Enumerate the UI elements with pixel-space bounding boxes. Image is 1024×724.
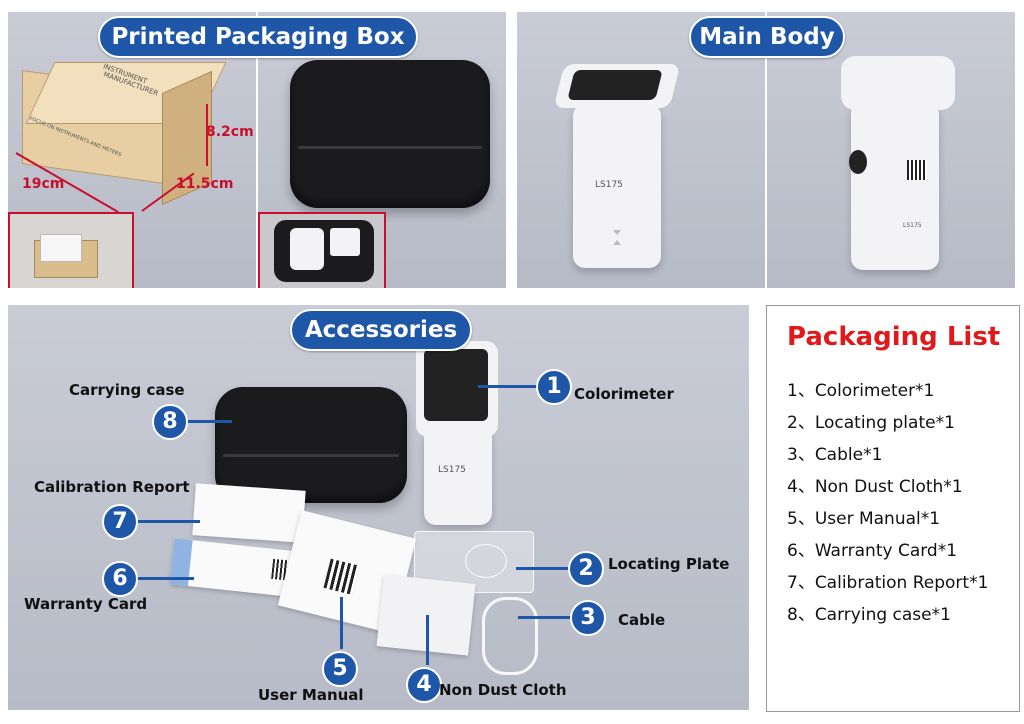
device-model-label: LS175: [595, 180, 623, 190]
callout-label-warranty-card: Warranty Card: [24, 595, 148, 613]
camera-lens-icon: [849, 150, 867, 174]
panel-divider: [256, 12, 258, 288]
dimension-depth: 11.5cm: [176, 176, 234, 192]
calibration-report-image: [192, 483, 306, 543]
leader-line-3: [518, 616, 574, 619]
leader-line-6: [134, 577, 194, 580]
packaging-list-title: Packaging List: [787, 322, 1001, 352]
packaging-list-item: 1、Colorimeter*1: [787, 381, 935, 401]
leader-line-4: [426, 615, 429, 665]
accessory-device-model-label: LS175: [438, 465, 466, 475]
packaging-list-item: 6、Warranty Card*1: [787, 541, 958, 561]
accessories-panel: LS175 1 Colorimeter 2 Locating Plate 3 C…: [8, 305, 749, 710]
callout-label-colorimeter: Colorimeter: [574, 385, 674, 403]
device-model-back-label: LS175: [903, 222, 922, 229]
leader-line-7: [134, 520, 200, 523]
packaging-list-panel: Packaging List 1、Colorimeter*1 2、Locatin…: [766, 305, 1020, 712]
callout-label-calibration-report: Calibration Report: [34, 478, 190, 496]
carrying-case-image: [290, 60, 490, 208]
callout-label-locating-plate: Locating Plate: [608, 555, 730, 573]
callout-number-8: 8: [152, 404, 188, 440]
qr-code-icon: [907, 160, 927, 180]
open-case-inset: [258, 212, 386, 288]
packaging-box-panel: INSTRUMENT MANUFACTURER FOCUS ON INSTRUM…: [8, 12, 506, 288]
panel-divider: [765, 12, 767, 288]
main-body-panel: LS175 LS175 Main Body: [517, 12, 1015, 288]
colorimeter-back-image: LS175: [841, 56, 955, 270]
packaging-list-item: 2、Locating plate*1: [787, 413, 955, 433]
section-title-main-body: Main Body: [689, 16, 845, 58]
leader-line-5: [340, 597, 343, 649]
callout-label-cable: Cable: [618, 611, 666, 629]
open-box-inset: [8, 212, 134, 288]
callout-label-user-manual: User Manual: [258, 686, 364, 704]
leader-line-2: [516, 567, 574, 570]
leader-line-1: [478, 385, 538, 388]
packaging-list-item: 3、Cable*1: [787, 445, 883, 465]
callout-label-non-dust-cloth: Non Dust Cloth: [439, 681, 567, 699]
callout-number-4: 4: [406, 667, 442, 703]
packaging-list-item: 8、Carrying case*1: [787, 605, 951, 625]
qr-code-icon: [323, 558, 360, 596]
callout-number-3: 3: [570, 600, 606, 636]
callout-number-1: 1: [536, 369, 572, 405]
callout-number-2: 2: [568, 551, 604, 587]
leader-line-8: [184, 420, 232, 423]
packaging-list-item: 4、Non Dust Cloth*1: [787, 477, 963, 497]
dimension-line-height: [206, 104, 208, 166]
accessory-colorimeter-image: LS175: [416, 341, 498, 525]
dimension-width: 19cm: [22, 176, 65, 192]
callout-number-7: 7: [102, 504, 138, 540]
callout-label-carrying-case: Carrying case: [69, 381, 185, 399]
section-title-packaging-box: Printed Packaging Box: [98, 16, 418, 58]
cable-image: [482, 597, 538, 675]
callout-number-6: 6: [102, 561, 138, 597]
callout-number-5: 5: [322, 651, 358, 687]
packaging-list-item: 7、Calibration Report*1: [787, 573, 989, 593]
section-title-accessories: Accessories: [290, 309, 472, 351]
dimension-height: 8.2cm: [206, 124, 254, 140]
accessory-carrying-case-image: [215, 387, 407, 503]
packaging-list-item: 5、User Manual*1: [787, 509, 941, 529]
colorimeter-front-image: LS175: [553, 64, 681, 268]
